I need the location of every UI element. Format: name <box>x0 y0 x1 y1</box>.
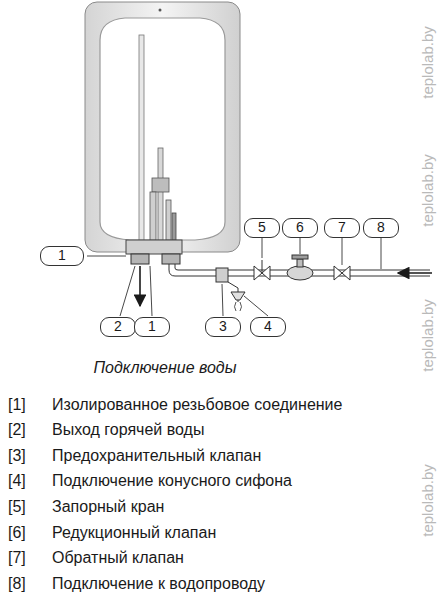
leader-lines <box>87 238 381 316</box>
figure-caption: Подключение воды <box>94 359 237 377</box>
callout-oval: 7 <box>324 218 360 238</box>
callout-number: 8 <box>364 219 398 235</box>
item-description: Запорный кран <box>52 497 164 516</box>
callout-number: 6 <box>283 219 317 235</box>
check-valve <box>334 266 350 280</box>
item-description: Подключение конусного сифона <box>52 471 292 490</box>
callout-oval: 1 <box>134 317 170 337</box>
siphon-funnel <box>231 292 245 300</box>
safety-valve <box>216 268 228 282</box>
callout-oval: 2 <box>100 317 136 337</box>
heating-element <box>166 200 171 240</box>
item-number: [5] <box>8 497 26 516</box>
reducing-valve-knob <box>292 255 308 259</box>
item-number: [7] <box>8 548 26 567</box>
leader-line <box>300 238 301 254</box>
callout-oval: 4 <box>250 317 286 337</box>
item-number: [6] <box>8 523 26 542</box>
callout-number: 4 <box>251 318 285 334</box>
callout-number: 1 <box>41 247 83 263</box>
leader-line <box>381 238 382 269</box>
heating-element <box>150 192 156 240</box>
reducing-valve <box>287 266 313 280</box>
insulated-fitting <box>162 254 180 264</box>
leader-line <box>244 296 268 316</box>
callout-number: 2 <box>101 318 135 334</box>
flange <box>126 240 182 254</box>
watermark: teplolab.by <box>418 299 437 372</box>
leader-line <box>150 266 152 316</box>
leader-line <box>342 238 343 265</box>
heating-element <box>152 178 169 192</box>
item-number: [3] <box>8 446 26 465</box>
reducing-valve-cap <box>297 259 303 267</box>
indicator-dot <box>159 9 162 12</box>
leader-line <box>87 256 126 257</box>
hot-water-arrow <box>139 266 141 306</box>
valve-stem <box>262 260 263 273</box>
leader-line <box>262 238 263 258</box>
callout-oval: 3 <box>205 317 241 337</box>
insulated-fitting <box>131 254 149 264</box>
hot-water-tube <box>139 35 144 240</box>
leader-line <box>222 284 223 316</box>
watermark: teplolab.by <box>418 26 437 99</box>
item-description: Обратный клапан <box>52 548 184 567</box>
callout-number: 3 <box>206 318 240 334</box>
item-description: Выход горячей воды <box>52 420 204 439</box>
item-description: Редукционный клапан <box>52 523 216 542</box>
item-number: [4] <box>8 471 26 490</box>
callout-number: 1 <box>135 318 169 334</box>
item-number: [2] <box>8 420 26 439</box>
supply-arrow <box>398 272 432 274</box>
callout-number: 7 <box>325 219 359 235</box>
anode-rod <box>158 148 163 240</box>
item-description: Изолированное резьбовое соединение <box>52 395 342 414</box>
callout-oval: 6 <box>282 218 318 238</box>
watermark: teplolab.by <box>418 464 437 537</box>
item-number: [1] <box>8 395 26 414</box>
heater-casing <box>85 2 240 252</box>
item-description: Подключение к водопроводу <box>52 574 265 593</box>
item-description: Предохранительный клапан <box>52 446 261 465</box>
inner-tank <box>100 18 225 240</box>
drain-water <box>235 302 242 311</box>
callout-oval: 1 <box>40 246 84 266</box>
watermark: teplolab.by <box>418 154 437 227</box>
callout-oval: 8 <box>363 218 399 238</box>
thermostat-tube <box>172 213 176 240</box>
leader-line <box>120 266 135 316</box>
item-number: [8] <box>8 574 26 593</box>
callout-oval: 5 <box>244 218 280 238</box>
callout-number: 5 <box>245 219 279 235</box>
